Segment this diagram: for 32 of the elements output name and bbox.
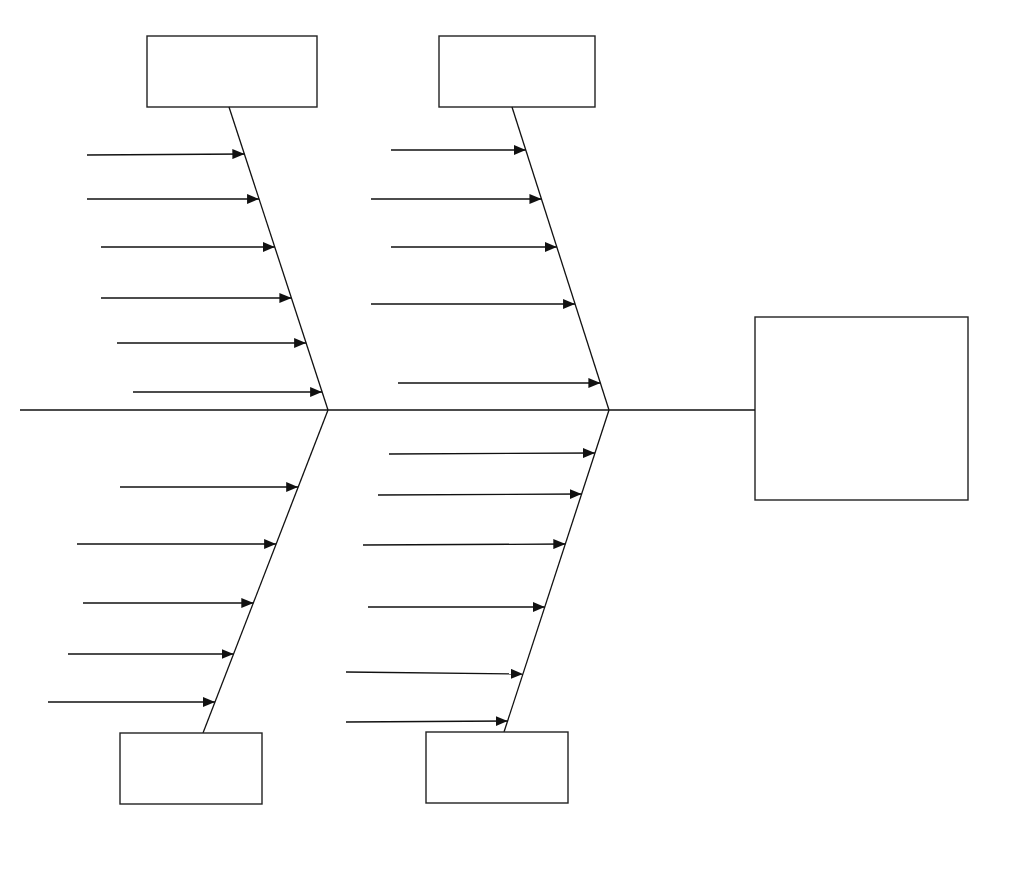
arrow — [362, 539, 566, 550]
bone-line — [511, 106, 610, 411]
arrow — [390, 145, 527, 155]
arrow — [119, 482, 299, 492]
category-box — [438, 35, 596, 108]
arrow — [76, 539, 277, 549]
arrow — [86, 194, 260, 204]
arrow — [67, 649, 235, 659]
arrow — [390, 242, 558, 252]
arrow — [82, 598, 254, 608]
arrow — [132, 387, 323, 397]
arrow — [397, 378, 601, 388]
head-box — [754, 316, 969, 501]
arrow — [367, 602, 546, 612]
category-box — [119, 732, 263, 805]
category-box — [425, 731, 569, 804]
arrow — [47, 697, 216, 707]
arrow — [100, 242, 276, 252]
arrow — [116, 338, 307, 348]
arrow — [86, 149, 245, 160]
arrow — [377, 489, 583, 500]
bone-line — [202, 409, 329, 734]
arrow — [370, 299, 576, 309]
arrow — [388, 448, 596, 459]
category-box — [146, 35, 318, 108]
spine-line — [19, 409, 756, 411]
arrow — [370, 194, 543, 204]
bone-line — [228, 106, 329, 411]
arrow — [345, 716, 509, 727]
arrow — [345, 668, 524, 679]
arrow — [100, 293, 293, 303]
bone-line — [503, 409, 610, 733]
